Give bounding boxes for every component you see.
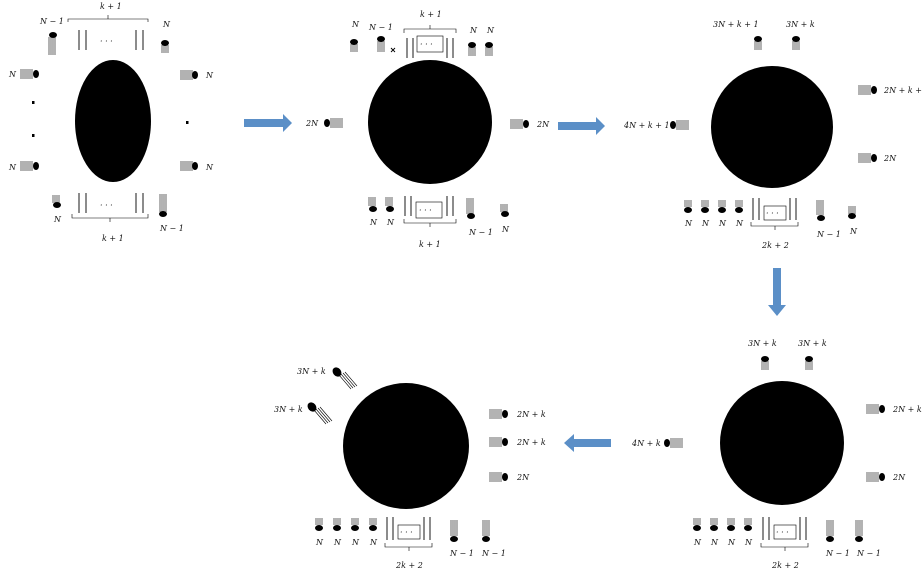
panel-1: k + 1 · · · N − 1 N N N N N: [8, 2, 214, 243]
label-bottom-right-n-minus-1: N − 1: [159, 224, 184, 233]
label-top-left-n-minus-1: N − 1: [39, 17, 64, 26]
panel-2: k + 1 · · · N N − 1 N N 2N 2N N N: [305, 10, 550, 249]
label-bottom-k-plus-1: k + 1: [419, 240, 441, 249]
label-n-minus-1-top: N − 1: [368, 23, 393, 32]
label-n: N: [735, 219, 744, 228]
dot-bottom-right: [159, 211, 167, 217]
black-hole-ellipse: [75, 60, 151, 182]
bottom-brace: [71, 214, 149, 222]
bottom-branes: [404, 196, 454, 216]
label-three-n-k: 3N + k: [297, 367, 326, 376]
dot-right-top: [192, 71, 198, 79]
label-dots: · · ·: [776, 528, 789, 537]
label-3n-k: 3N + k: [786, 20, 815, 29]
label-four-n-k: 4N + k: [631, 439, 661, 448]
label-n: N: [684, 219, 693, 228]
top-dots: · · ·: [420, 40, 433, 49]
arrow-down: [768, 268, 786, 316]
dot-top-right: [161, 40, 169, 46]
label-right-n-bottom: N: [205, 163, 214, 172]
arrow-right-2: [558, 117, 605, 135]
label-three-n-k: 3N + k: [798, 339, 827, 348]
label-left-2n: 2N: [305, 119, 319, 128]
label-top-k-plus-1: k + 1: [420, 10, 442, 19]
label-dots: · · ·: [766, 209, 779, 218]
panel-4: 3N + k 3N + k 4N + k 2N + k 2N N N N N ·: [631, 339, 922, 570]
label-two-n-k: 2N + k: [516, 410, 546, 419]
bottom-dots: · · ·: [419, 206, 432, 215]
label-n: N: [693, 538, 702, 547]
black-hole-circle: [343, 383, 469, 509]
label-n: N: [849, 227, 858, 236]
label-bottom-left-n: N: [53, 215, 62, 224]
label-n: N: [333, 538, 342, 547]
label-n: N: [701, 219, 710, 228]
label-n-far-left: N: [351, 20, 360, 29]
label-two-k-2: 2k + 2: [395, 561, 423, 570]
top-dots: · · ·: [100, 37, 113, 46]
label-bottom-n-2: N: [386, 218, 395, 227]
label-top-k-plus-1: k + 1: [100, 2, 122, 11]
dot-left-bottom: [33, 162, 39, 170]
label-n-minus-1: N − 1: [825, 549, 850, 558]
label-2k-2: 2k + 2: [761, 241, 789, 250]
label-n: N: [315, 538, 324, 547]
label-three-n-k: 3N + k: [274, 405, 303, 414]
bottom-branes: [78, 193, 144, 213]
label-bottom-n-minus-1: N − 1: [468, 228, 493, 237]
label-two-k-2: 2k + 2: [771, 561, 799, 570]
dot-bottom-left: [53, 202, 61, 208]
label-two-n-k: 2N + k: [516, 438, 546, 447]
label-n: N: [744, 538, 753, 547]
label-n: N: [727, 538, 736, 547]
black-hole-circle: [711, 66, 833, 188]
arrow-left: [564, 434, 611, 452]
label-two-n: 2N: [892, 473, 906, 482]
dot-left-top: [33, 70, 39, 78]
label-n: N: [718, 219, 727, 228]
label-left-n-top: N: [8, 70, 17, 79]
label-right-2n: 2N: [536, 120, 550, 129]
label-bottom-n-1: N: [369, 218, 378, 227]
label-bottom-k-plus-1: k + 1: [102, 234, 124, 243]
label-n: N: [369, 538, 378, 547]
arrow-right-1: [244, 114, 292, 132]
black-hole-circle: [368, 60, 492, 184]
label-n: N: [710, 538, 719, 547]
label-n: N: [351, 538, 360, 547]
label-three-n-k: 3N + k: [748, 339, 777, 348]
label-top-right-n: N: [162, 20, 171, 29]
label-n-minus-1: N − 1: [816, 230, 841, 239]
label-left-n-bottom: N: [8, 163, 17, 172]
top-brace: [67, 15, 149, 22]
label-bottom-n-3: N: [501, 225, 510, 234]
dot-top-left: [49, 32, 57, 38]
bottom-n-group: N N N N: [684, 200, 744, 228]
label-n-top-right-2: N: [486, 26, 495, 35]
label-n-minus-1: N − 1: [481, 549, 506, 558]
label-4n-k-1: 4N + k + 1: [623, 121, 670, 130]
black-hole-circle: [720, 381, 844, 505]
label-2n-k-1: 2N + k + 1: [883, 86, 922, 95]
label-right-2n: 2N: [883, 154, 897, 163]
label-3n-k-1: 3N + k + 1: [713, 20, 759, 29]
bottom-dots: · · ·: [100, 201, 113, 210]
label-right-n-top: N: [205, 71, 214, 80]
top-branes: [406, 38, 454, 58]
label-n-top-right-1: N: [469, 26, 478, 35]
panel-3: 3N + k + 1 3N + k 4N + k + 1 2N + k + 1 …: [623, 20, 922, 250]
label-two-n-k: 2N + k: [892, 405, 922, 414]
label-dots: · · ·: [400, 528, 413, 537]
top-brace: [403, 25, 457, 33]
dot-right-bottom: [192, 162, 198, 170]
label-n-minus-1: N − 1: [856, 549, 881, 558]
top-branes: [78, 30, 144, 50]
label-two-n: 2N: [516, 473, 530, 482]
label-n-minus-1: N − 1: [449, 549, 474, 558]
panel-5: 3N + k 3N + k 2N + k 2N + k 2N N N N N ·: [274, 367, 546, 570]
